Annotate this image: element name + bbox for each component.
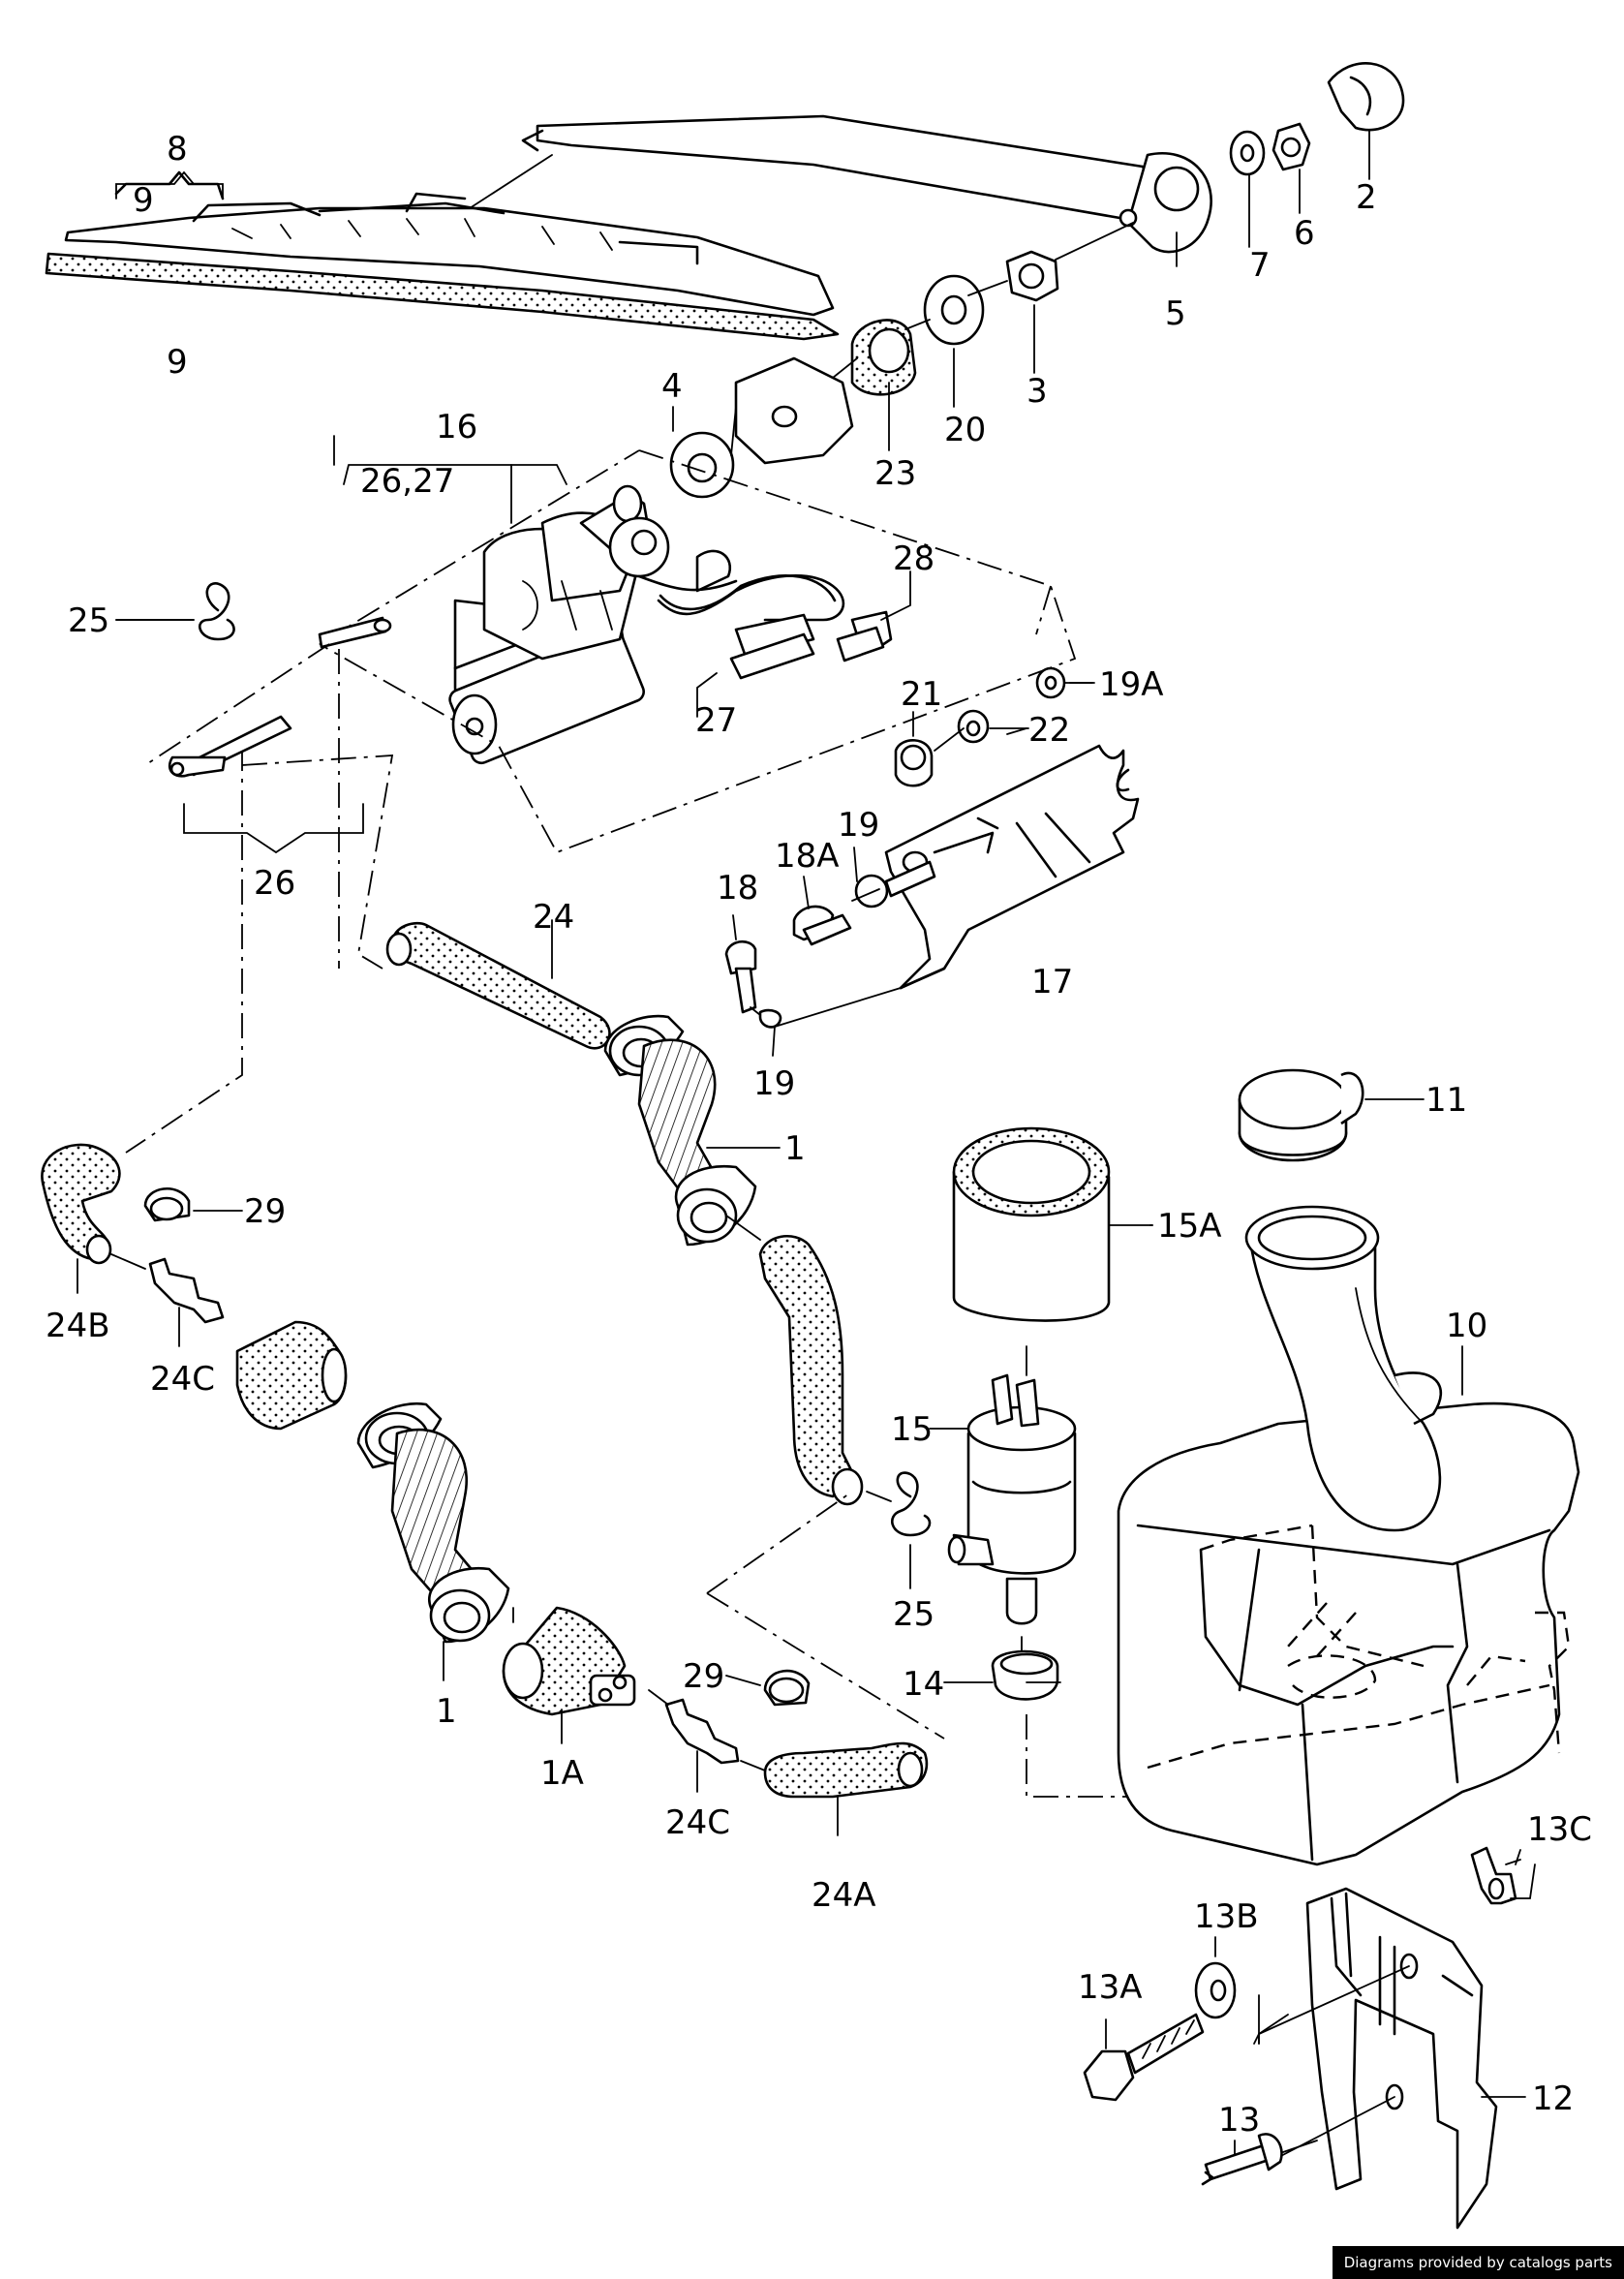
- hose-center: [725, 1215, 864, 1506]
- callout-labels: 8 9 9 2 7 6 5 3 20 23 4 16 26,27 25 28 2…: [46, 130, 1592, 2140]
- reservoir-cap: [1238, 1068, 1425, 1162]
- label-1A: 1A: [540, 1754, 584, 1793]
- label-3: 3: [1026, 372, 1048, 411]
- label-2: 2: [1356, 178, 1377, 217]
- label-4: 4: [661, 367, 683, 406]
- label-11: 11: [1425, 1081, 1467, 1120]
- label-10: 10: [1446, 1307, 1487, 1345]
- label-1-upper: 1: [784, 1129, 806, 1168]
- hose-clamp-upper: [143, 1186, 243, 1222]
- label-21: 21: [901, 675, 942, 714]
- wiper-arm: [469, 114, 1212, 254]
- assembly-lines: [125, 449, 1077, 1154]
- label-19-lower: 19: [753, 1064, 795, 1103]
- label-15A: 15A: [1157, 1207, 1222, 1246]
- connector-24C-lower: [648, 1689, 740, 1793]
- leader-lines: [115, 619, 1153, 1683]
- label-19A: 19A: [1099, 665, 1164, 704]
- label-18: 18: [717, 869, 758, 908]
- label-26: 26: [254, 864, 295, 903]
- pump-filter-cup: [952, 1126, 1153, 1376]
- spring-clip: [115, 582, 235, 641]
- linkage-rod: [115, 170, 567, 854]
- label-9-lower: 9: [167, 343, 188, 382]
- label-12: 12: [1532, 2079, 1574, 2118]
- wiper-motor: [448, 484, 893, 765]
- hose-clamp-lower: [725, 1669, 811, 1707]
- hose-24A: [706, 1491, 945, 1836]
- label-13A: 13A: [1078, 1968, 1143, 2007]
- label-13B: 13B: [1194, 1897, 1259, 1936]
- label-22: 22: [1028, 711, 1070, 750]
- label-29-lower: 29: [683, 1657, 724, 1696]
- label-13: 13: [1218, 2101, 1260, 2140]
- diagram-credit: Diagrams provided by catalogs parts: [1332, 2246, 1624, 2279]
- label-9-upper: 9: [133, 181, 154, 220]
- label-6: 6: [1294, 214, 1315, 253]
- label-7: 7: [1249, 246, 1271, 285]
- label-26-27: 26,27: [360, 462, 454, 501]
- elbow-grommet-lower: [356, 1401, 510, 1681]
- grommets-washers: [894, 666, 1093, 787]
- wiring-connector: [696, 570, 911, 718]
- washer-pump: [929, 1373, 1077, 1652]
- label-16: 16: [436, 408, 477, 447]
- motor-bracket: [724, 744, 1140, 1057]
- label-24C-lower: 24C: [665, 1803, 730, 1842]
- label-18A: 18A: [775, 837, 840, 876]
- wiper-nuts-top: [1176, 62, 1405, 267]
- label-25-upper: 25: [68, 601, 109, 640]
- label-20: 20: [944, 411, 986, 449]
- label-13C: 13C: [1527, 1810, 1592, 1849]
- hose-24B: [41, 1143, 225, 1347]
- label-15: 15: [891, 1410, 933, 1449]
- connector-1A: [502, 1606, 636, 1744]
- mounting-parts: [669, 222, 1134, 499]
- label-25-lower: 25: [893, 1595, 935, 1634]
- reservoir-tank: [1117, 1205, 1580, 1866]
- label-19-upper: 19: [838, 806, 879, 845]
- label-1-lower: 1: [436, 1692, 457, 1731]
- label-23: 23: [874, 454, 916, 493]
- label-17: 17: [1031, 963, 1073, 1001]
- reservoir-bracket: [1083, 1846, 1536, 2230]
- label-24A: 24A: [812, 1876, 876, 1915]
- label-5: 5: [1165, 294, 1186, 333]
- spring-clip-lower: [866, 1471, 932, 1589]
- hose-24: [385, 919, 611, 1050]
- label-14: 14: [903, 1665, 944, 1704]
- label-27: 27: [695, 701, 737, 740]
- label-8: 8: [167, 130, 188, 169]
- label-29-upper: 29: [244, 1192, 286, 1231]
- label-24C-upper: 24C: [150, 1360, 215, 1399]
- elbow-grommet-upper: [603, 1014, 781, 1247]
- sleeve-upper: [235, 1320, 348, 1431]
- label-28: 28: [893, 539, 935, 578]
- wiper-blade: [45, 170, 840, 341]
- label-24: 24: [533, 898, 574, 937]
- label-24B: 24B: [46, 1307, 110, 1345]
